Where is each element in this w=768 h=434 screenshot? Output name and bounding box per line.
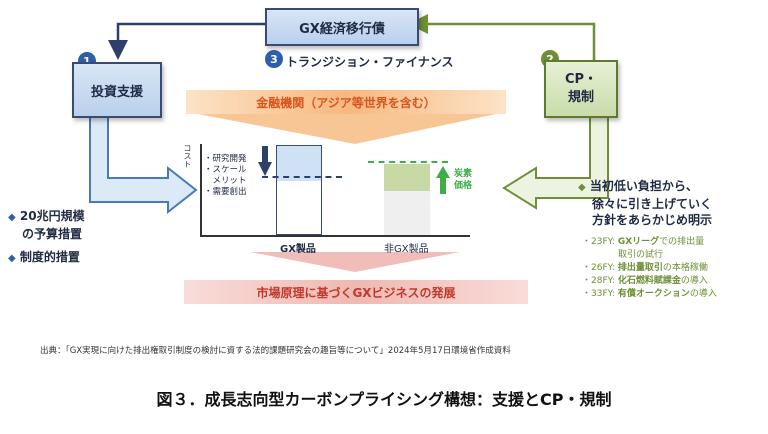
cp-timeline: ・23FY: GXリーグでの排出量 取引の試行 ・26FY: 排出量取引の本格稼…	[582, 236, 717, 301]
diamond-bullet-icon: ◆	[578, 182, 586, 193]
figure-caption: 図３．成長志向型カーボンプライシング構想：支援とCP・規制	[156, 390, 612, 409]
cost-chart: コスト ・研究開発 ・スケール メリット ・需要創出 炭素 価格 GX製品 非G…	[180, 140, 480, 255]
non-gx-product-bar	[384, 164, 430, 235]
budget-item: ◆ 20兆円規模	[8, 209, 85, 223]
non-gx-cost-dashed-line	[368, 161, 448, 163]
gx-bond-label: GX経済移行債	[299, 21, 385, 37]
source-citation: 出典：「GX実現に向けた排出権取引制度の検討に資する法的課題研究会の趣旨等につい…	[40, 346, 511, 356]
finance-banner-label: 金融機関（アジア等世界を含む）	[256, 95, 436, 110]
benefit-item: ・スケール	[204, 165, 247, 175]
cost-down-arrow-icon	[258, 146, 272, 180]
regulation-label: 規制	[567, 90, 594, 105]
diamond-bullet-icon: ◆	[8, 212, 16, 223]
finance-down-arrow	[198, 114, 496, 144]
market-banner: 市場原理に基づくGXビジネスの発展	[184, 280, 528, 304]
y-axis-label: コスト	[183, 144, 192, 168]
cp-regulation-box: CP・ 規制	[544, 60, 618, 118]
gx-product-label: GX製品	[280, 244, 316, 255]
carbon-price-up-arrow-icon	[436, 166, 450, 198]
benefit-item: ・研究開発	[204, 154, 247, 164]
y-axis-line	[200, 144, 202, 236]
benefit-item: メリット	[204, 176, 247, 186]
node3-number-icon: 3	[265, 50, 283, 68]
market-banner-label: 市場原理に基づくGXビジネスの発展	[256, 285, 456, 300]
timeline-item: 取引の試行	[582, 250, 664, 260]
arrow-cp-to-bond	[408, 14, 596, 60]
x-axis-line	[200, 235, 470, 237]
gx-product-bar	[276, 145, 322, 235]
arrow-policy-to-chart	[502, 115, 609, 210]
cp-label: CP・	[564, 72, 598, 87]
institutional-item: ◆ 制度的措置	[8, 250, 80, 264]
support-measures-list: ◆ 20兆円規模 の予算措置 ◆ 制度的措置	[8, 208, 85, 267]
timeline-item: ・33FY: 有償オークションの導入	[582, 289, 717, 299]
policy-statement: ◆ 当初低い負担から、 徐々に引き上げていく 方針をあらかじめ明示	[578, 179, 713, 227]
non-gx-product-label: 非GX製品	[384, 244, 429, 255]
carbon-price-label: 炭素 価格	[454, 169, 473, 191]
investment-support-box: 投資支援	[72, 62, 162, 118]
timeline-item: ・23FY: GXリーグでの排出量	[582, 237, 705, 247]
gx-bond-box: GX経済移行債	[265, 8, 419, 46]
finance-banner: 金融機関（アジア等世界を含む）	[186, 90, 506, 114]
transition-finance-label: トランジション・ファイナンス	[286, 55, 454, 69]
gx-cost-dashed-line	[262, 176, 342, 178]
diamond-bullet-icon: ◆	[8, 253, 16, 264]
gx-benefits-list: ・研究開発 ・スケール メリット ・需要創出	[204, 154, 247, 198]
arrow-support-to-chart	[89, 115, 198, 215]
benefit-item: ・需要創出	[204, 187, 247, 197]
market-down-arrow	[250, 252, 460, 272]
timeline-item: ・26FY: 排出量取引の本格稼働	[582, 263, 708, 273]
investment-support-label: 投資支援	[90, 84, 143, 100]
timeline-item: ・28FY: 化石燃料賦課金の導入	[582, 276, 708, 286]
arrow-bond-to-support	[108, 22, 265, 60]
